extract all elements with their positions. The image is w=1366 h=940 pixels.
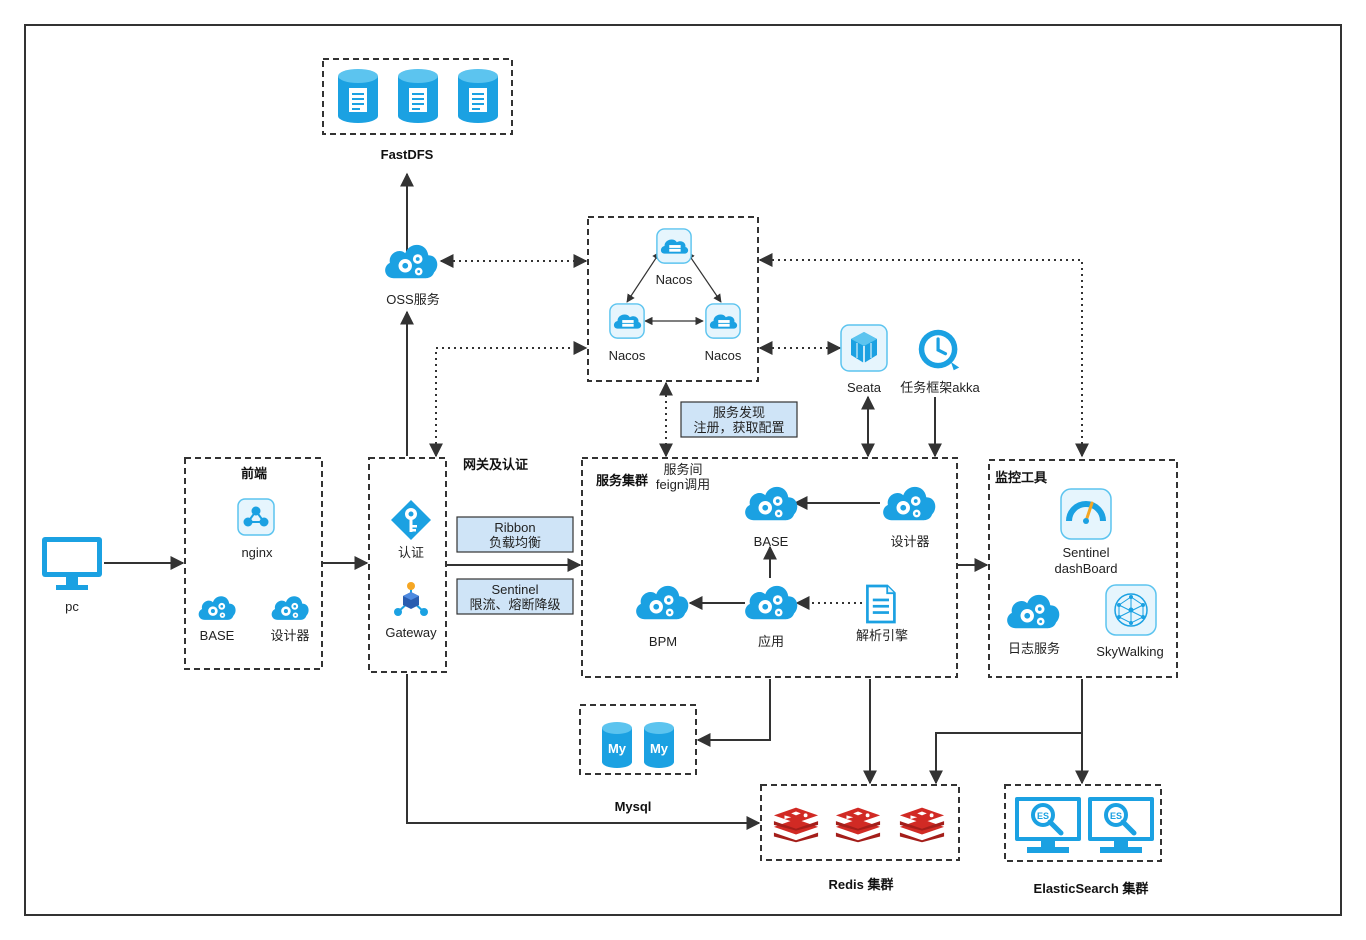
elasticsearch-monitor-icon-2 [1088,797,1154,853]
services-app-label: 应用 [758,634,784,649]
outer-frame [24,24,1342,916]
gateway-label: Gateway [385,625,437,640]
mysql-group [579,704,697,775]
monitor-title: 监控工具 [995,470,1047,485]
services-mysql-arrow [696,679,771,747]
skywalking-label: SkyWalking [1096,644,1163,659]
elasticsearch-group [1004,784,1162,862]
oss-label: OSS服务 [386,292,439,307]
services-title: 服务集群 [596,473,648,488]
elasticsearch-label: ElasticSearch 集群 [1034,881,1149,896]
services-parser-label: 解析引擎 [856,628,908,643]
akka-label: 任务框架akka [900,380,980,395]
nacos-link-a [626,251,661,303]
nacos-link-b [686,251,722,303]
nacos-top-cloud-server-icon [656,228,692,264]
service-cluster-group [581,457,958,678]
services-base-label: BASE [754,534,789,549]
mysql-database-icon-1 [602,722,632,768]
services-base-cloud-gear-icon [745,486,798,521]
redis-stack-icon-2 [835,807,881,843]
seata-cube-stack-icon [840,324,888,372]
services-bpm-label: BPM [649,634,677,649]
nacos-left-cloud-server-icon [609,303,645,339]
auth-label: 认证 [398,545,424,560]
auth-key-icon [391,500,431,540]
pc-desktop-monitor-icon [42,537,102,590]
sentinel-note-line1: Sentinel [492,582,539,597]
discovery-note-line1: 服务发现 [713,405,765,420]
mysql-database-icon-2 [644,722,674,768]
ribbon-note-line2: 负载均衡 [489,535,541,550]
nacos-group [587,216,759,382]
redis-stack-icon-1 [773,807,819,843]
redis-stack-icon-3 [899,807,945,843]
oss-cloud-gear-icon [385,244,438,279]
sentinel-dashboard-line1: Sentinel [1063,545,1110,560]
gateway-network-cube-icon [393,581,429,617]
pc-label: pc [65,599,79,614]
mysql-label: Mysql [615,799,652,814]
frontend-group [184,457,323,670]
akka-clock-icon [917,328,961,372]
frontend-base-cloud-gear-icon [198,596,236,620]
seata-label: Seata [847,380,882,395]
frontend-designer-cloud-gear-icon [271,596,309,620]
nacos-left-label: Nacos [609,348,646,363]
fastdfs-db-icon-1 [338,69,378,123]
monitor-redis-arrow [929,732,1082,785]
sentinel-dashboard-line2: dashBoard [1055,561,1118,576]
elasticsearch-monitor-icon-1 [1015,797,1081,853]
parser-document-icon [866,584,896,624]
nginx-node-icon [237,498,275,536]
nginx-label: nginx [241,545,273,560]
services-call-line1: 服务间 [663,462,702,477]
frontend-designer-label: 设计器 [270,628,309,643]
sentinel-note-line2: 限流、熔断降级 [469,597,560,612]
services-designer-cloud-gear-icon [883,486,936,521]
redis-group [760,784,960,861]
nacos-right-cloud-server-icon [705,303,741,339]
fastdfs-label: FastDFS [381,147,434,162]
nacos-top-label: Nacos [656,272,693,287]
services-bpm-cloud-gear-icon [636,585,689,620]
gateway-title: 网关及认证 [463,457,528,472]
log-service-cloud-gear-icon [1007,594,1060,629]
ribbon-note [456,516,574,553]
redis-label: Redis 集群 [828,877,893,892]
fastdfs-db-icon-3 [458,69,498,123]
gateway-group [368,457,447,673]
frontend-title: 前端 [241,466,267,481]
monitor-group [988,459,1178,678]
gateway-redis-arrow [406,674,761,830]
log-service-label: 日志服务 [1008,641,1060,656]
services-designer-label: 设计器 [890,534,929,549]
services-app-cloud-gear-icon [745,585,798,620]
ribbon-note-line1: Ribbon [494,520,535,535]
fastdfs-group [322,58,513,135]
discovery-note [680,401,798,438]
skywalking-mesh-icon [1105,584,1157,636]
gateway-nacos-link [429,341,588,458]
nacos-right-label: Nacos [705,348,742,363]
sentinel-gauge-icon [1061,489,1111,539]
frontend-base-label: BASE [200,628,235,643]
sentinel-note [456,578,574,615]
fastdfs-db-icon-2 [398,69,438,123]
discovery-note-line2: 注册，获取配置 [693,420,784,435]
services-call-line2: feign调用 [656,477,710,492]
